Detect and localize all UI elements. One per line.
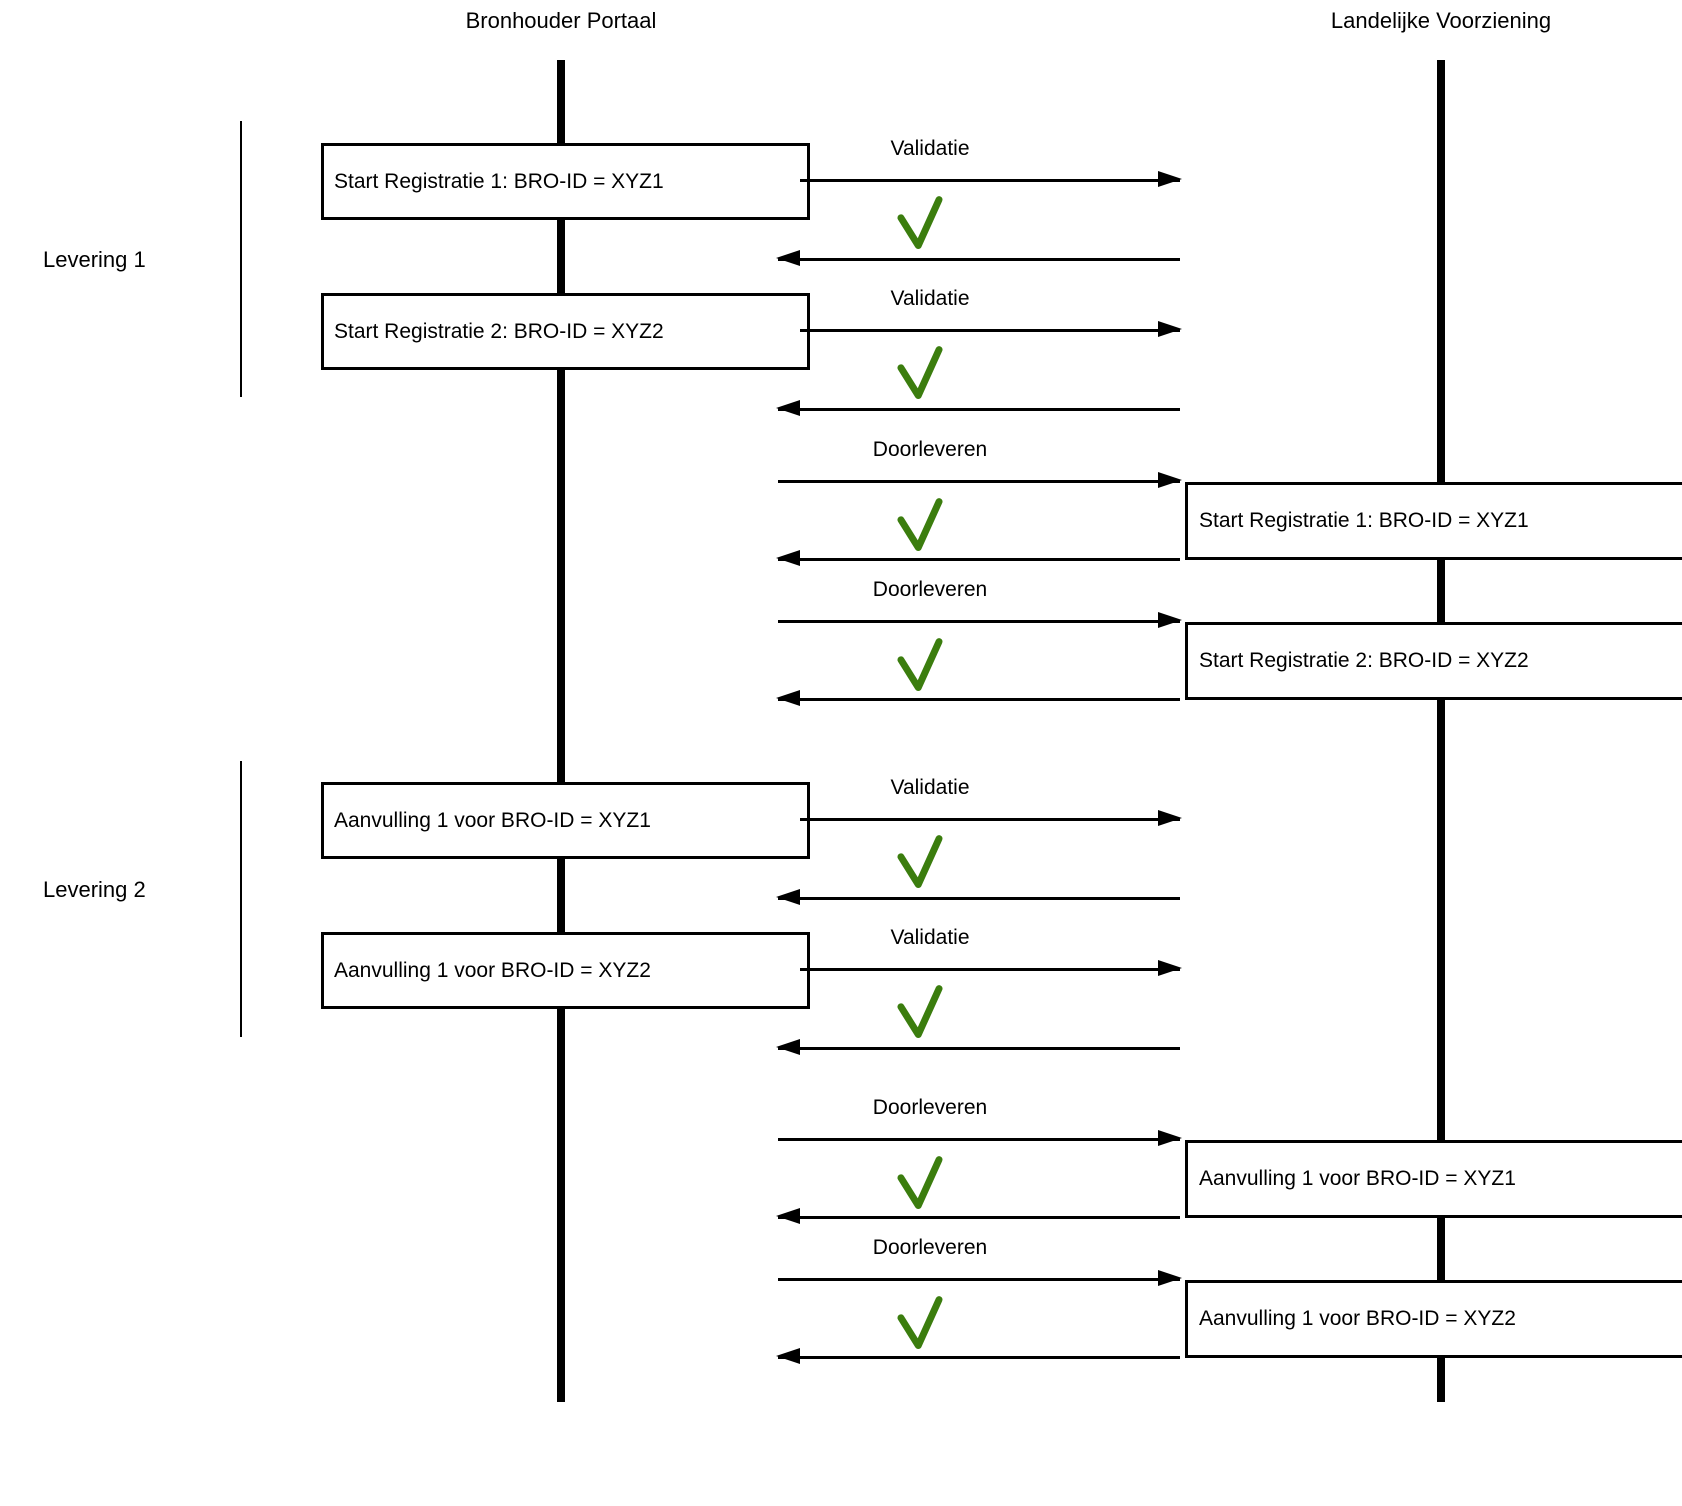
right-box-aanvulling-1-xyz2: Aanvulling 1 voor BRO-ID = XYZ2 xyxy=(1185,1280,1682,1358)
checkmark-icon xyxy=(897,835,943,888)
message-label: Validatie xyxy=(890,137,970,160)
left-box-start-registratie-1: Start Registratie 1: BRO-ID = XYZ1 xyxy=(321,143,810,220)
arrow-left-icon xyxy=(776,1208,1180,1224)
left-box-text: Aanvulling 1 voor BRO-ID = XYZ1 xyxy=(334,808,651,832)
arrow-right-icon xyxy=(778,612,1182,628)
checkmark-icon xyxy=(897,196,943,249)
checkmark-icon xyxy=(897,498,943,551)
right-box-text: Aanvulling 1 voor BRO-ID = XYZ1 xyxy=(1199,1167,1516,1190)
checkmark-icon xyxy=(897,1156,943,1209)
checkmark-icon xyxy=(897,638,943,691)
arrow-left-icon xyxy=(776,690,1180,706)
arrow-right-icon xyxy=(778,1270,1182,1286)
arrow-right-icon xyxy=(800,171,1182,187)
message-label: Validatie xyxy=(890,776,970,799)
right-box-aanvulling-1-xyz1: Aanvulling 1 voor BRO-ID = XYZ1 xyxy=(1185,1140,1682,1218)
checkmark-icon xyxy=(897,1296,943,1349)
right-box-text: Start Registratie 1: BRO-ID = XYZ1 xyxy=(1199,509,1529,532)
section-label-levering-2: Levering 2 xyxy=(43,877,146,902)
left-box-text: Start Registratie 2: BRO-ID = XYZ2 xyxy=(334,319,664,343)
bracket-levering-2 xyxy=(240,761,242,1037)
lifeline-landelijke-voorziening xyxy=(1437,60,1445,1402)
message-label: Validatie xyxy=(890,287,970,310)
right-box-text: Aanvulling 1 voor BRO-ID = XYZ2 xyxy=(1199,1307,1516,1330)
message-label: Doorleveren xyxy=(872,1236,988,1259)
arrow-right-icon xyxy=(800,960,1182,976)
checkmark-icon xyxy=(897,985,943,1038)
arrow-left-icon xyxy=(776,1039,1180,1055)
right-box-start-registratie-1: Start Registratie 1: BRO-ID = XYZ1 xyxy=(1185,482,1682,560)
arrow-left-icon xyxy=(776,400,1180,416)
lane-title-landelijke-voorziening: Landelijke Voorziening xyxy=(1330,8,1552,33)
arrow-left-icon xyxy=(776,1348,1180,1364)
arrow-right-icon xyxy=(800,321,1182,337)
message-label: Doorleveren xyxy=(872,578,988,601)
left-box-text: Aanvulling 1 voor BRO-ID = XYZ2 xyxy=(334,958,651,982)
arrow-left-icon xyxy=(776,550,1180,566)
right-box-start-registratie-2: Start Registratie 2: BRO-ID = XYZ2 xyxy=(1185,622,1682,700)
left-box-aanvulling-1-xyz2: Aanvulling 1 voor BRO-ID = XYZ2 xyxy=(321,932,810,1009)
arrow-right-icon xyxy=(778,472,1182,488)
message-label: Validatie xyxy=(890,926,970,949)
message-label: Doorleveren xyxy=(872,1096,988,1119)
left-box-aanvulling-1-xyz1: Aanvulling 1 voor BRO-ID = XYZ1 xyxy=(321,782,810,859)
arrow-left-icon xyxy=(776,250,1180,266)
bracket-levering-1 xyxy=(240,121,242,397)
left-box-text: Start Registratie 1: BRO-ID = XYZ1 xyxy=(334,169,664,193)
arrow-right-icon xyxy=(778,1130,1182,1146)
lane-title-bronhouder-portaal: Bronhouder Portaal xyxy=(465,8,657,33)
lifeline-bronhouder-portaal xyxy=(557,60,565,1402)
message-label: Doorleveren xyxy=(872,438,988,461)
section-label-levering-1: Levering 1 xyxy=(43,247,146,272)
arrow-left-icon xyxy=(776,889,1180,905)
arrow-right-icon xyxy=(800,810,1182,826)
right-box-text: Start Registratie 2: BRO-ID = XYZ2 xyxy=(1199,649,1529,672)
checkmark-icon xyxy=(897,346,943,399)
left-box-start-registratie-2: Start Registratie 2: BRO-ID = XYZ2 xyxy=(321,293,810,370)
